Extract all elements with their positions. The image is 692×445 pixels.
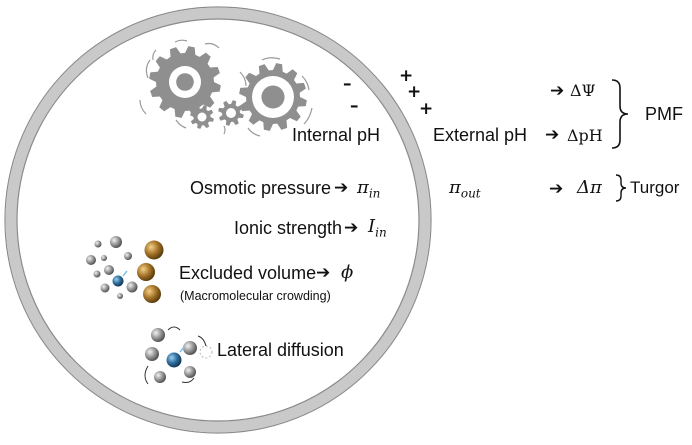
external-ph-label: External pH [433,125,528,145]
cell-membrane [4,6,432,434]
turgor-label: Turgor [630,178,680,197]
positive-charge: + [419,99,434,119]
positive-charge: + [399,66,414,86]
arrow-icon: ➔ [550,81,565,101]
lateral-diffusion-label: Lateral diffusion [217,340,344,360]
arrow-icon: ➔ [316,263,331,283]
pi-in-symbol: πin [357,177,381,201]
arrow-icon: ➔ [549,179,564,199]
crowding-spheres-icon [86,236,164,303]
gear-motion-marks [139,39,313,137]
turgor-bracket [615,174,627,202]
arrow-icon: ➔ [344,218,359,238]
pmf-label: PMF [645,104,683,124]
excluded-volume-label: Excluded volume [179,263,317,283]
positive-charge: + [407,82,422,102]
diffusion-spheres-icon [144,326,213,385]
osmotic-pressure-label: Osmotic pressure [190,178,332,198]
delta-pi-label: Δπ [577,177,602,198]
ionic-strength-label: Ionic strength [234,218,343,238]
pi-out-symbol: πout [449,177,481,201]
internal-ph-label: Internal pH [292,125,381,145]
i-in-symbol: Iin [368,216,387,240]
pmf-bracket [611,79,629,149]
gears-icon [149,46,307,131]
phi-symbol: ϕ [341,262,354,283]
crowding-note: (Macromolecular crowding) [180,289,331,303]
arrow-icon: ➔ [334,178,349,198]
negative-charge: – [350,96,359,116]
negative-charge: – [343,74,352,94]
delta-ph-label: ΔpH [567,126,603,145]
delta-psi-label: ΔΨ [570,81,596,100]
arrow-icon: ➔ [545,125,560,145]
